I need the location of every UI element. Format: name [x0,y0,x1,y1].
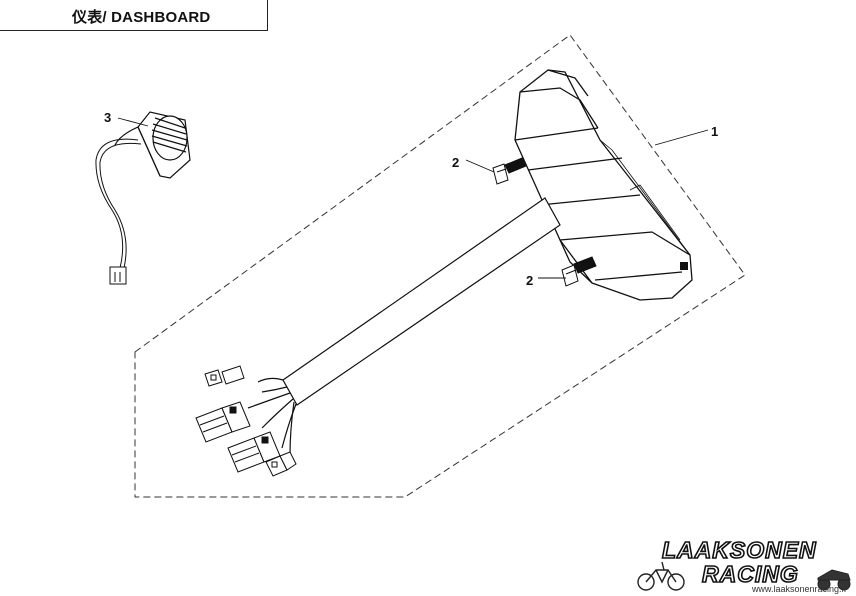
logo-line2: RACING [702,561,799,587]
logo-url: www.laaksonenracing.fi [751,584,846,594]
connector-small-top [204,365,245,387]
sensor-connector [109,266,127,285]
callout-2-lower: 2 [526,273,533,288]
bicycle-icon [637,561,685,591]
diagram-title: 仪表/ DASHBOARD [72,9,211,26]
callout-1: 1 [711,124,718,139]
screw-lower [561,256,597,287]
sensor-unit [114,111,191,179]
leader-lines [117,117,709,279]
callout-2-upper: 2 [452,155,459,170]
wiring-harness [247,197,561,456]
assembly-boundary [134,34,746,498]
logo-line1: LAAKSONEN [662,537,817,563]
sensor-cable [95,138,142,269]
callout-3: 3 [104,110,111,125]
laaksonen-racing-logo: LAAKSONEN RACING [637,536,851,591]
title-box: 仪表/ DASHBOARD [0,0,268,31]
dashboard-cluster [514,69,693,301]
connector-small-bottom [265,451,297,477]
atv-icon [817,569,851,591]
screw-upper [492,157,527,185]
connector-large-left [195,401,251,443]
